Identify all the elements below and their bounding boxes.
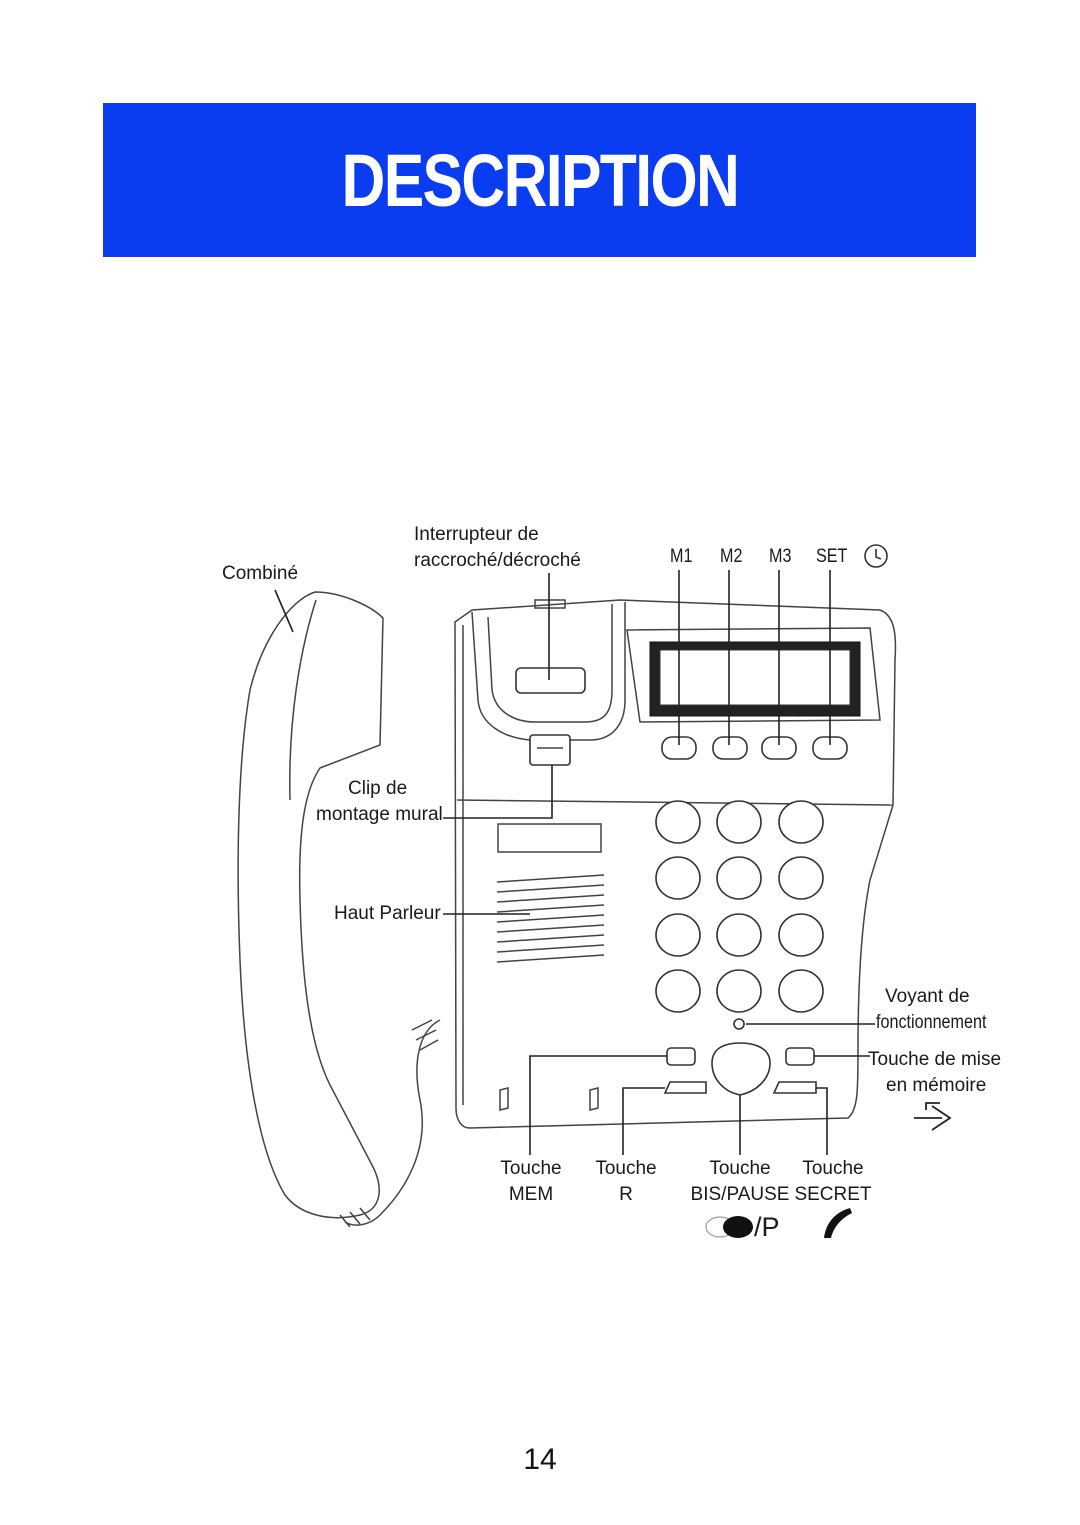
label-touche-secret-1: Touche: [802, 1158, 864, 1179]
page-title: DESCRIPTION: [341, 138, 739, 222]
label-touche-r-2: R: [619, 1184, 633, 1205]
label-touche-mem-2: MEM: [508, 1184, 554, 1205]
key-secret: [772, 1081, 817, 1094]
label-touche-r-1: Touche: [595, 1158, 657, 1179]
label-m2: M2: [720, 546, 743, 567]
keypad-key: [655, 913, 701, 957]
label-clip-1: Clip de: [348, 778, 408, 799]
redial-pause-icon: [705, 1216, 753, 1238]
label-voyant-2: fonctionnement: [876, 1012, 987, 1033]
label-m3: M3: [769, 546, 792, 567]
label-m1: M1: [670, 546, 693, 567]
key-store: [785, 1047, 815, 1066]
label-touche-bis-2: BIS/PAUSE: [690, 1184, 790, 1205]
combine-leader: [274, 589, 294, 633]
label-interrupteur-1: Interrupteur de: [414, 524, 539, 545]
keypad-key: [778, 969, 824, 1013]
keypad-key: [655, 969, 701, 1013]
label-touche-mem-1: Touche: [500, 1158, 562, 1179]
label-combine: Combiné: [222, 563, 299, 584]
keypad-key: [655, 800, 701, 844]
clock-icon: [864, 544, 888, 568]
title-banner: DESCRIPTION: [103, 103, 976, 257]
key-mem: [666, 1047, 696, 1066]
label-set: SET: [816, 546, 848, 567]
label-voyant-1: Voyant de: [885, 986, 970, 1007]
keypad-key: [716, 969, 762, 1013]
key-bis-pause: [711, 1042, 771, 1096]
label-strip: [497, 823, 602, 853]
keypad: [655, 800, 824, 1013]
keypad-key: [655, 856, 701, 900]
keypad-key: [716, 856, 762, 900]
keypad-key: [716, 800, 762, 844]
label-bis-symbol: /P: [754, 1212, 780, 1242]
label-touche-mise-2: en mémoire: [886, 1075, 987, 1096]
label-touche-secret-2: SECRET: [794, 1184, 872, 1205]
power-led: [733, 1018, 745, 1030]
lcd-display: [659, 649, 851, 706]
label-touche-mise-1: Touche de mise: [868, 1049, 1002, 1070]
handset-cord: [344, 1019, 441, 1226]
keypad-key: [716, 913, 762, 957]
arrow-into-box-icon: [914, 1102, 952, 1131]
hook-switch: [515, 667, 586, 694]
label-haut-parleur: Haut Parleur: [334, 903, 441, 924]
keypad-key: [778, 913, 824, 957]
wall-clip: [529, 734, 571, 766]
speaker-grille: [496, 874, 605, 963]
handset-drawing: [237, 591, 384, 1219]
label-clip-2: montage mural: [316, 804, 443, 825]
key-m2: [712, 736, 748, 760]
handset-icon: [824, 1208, 852, 1238]
keypad-key: [778, 856, 824, 900]
keypad-key: [778, 800, 824, 844]
label-interrupteur-2: raccroché/décroché: [414, 550, 581, 571]
label-touche-bis-1: Touche: [709, 1158, 771, 1179]
page-number: 14: [523, 1443, 557, 1476]
key-r: [663, 1081, 707, 1094]
phone-base: [454, 599, 897, 1129]
